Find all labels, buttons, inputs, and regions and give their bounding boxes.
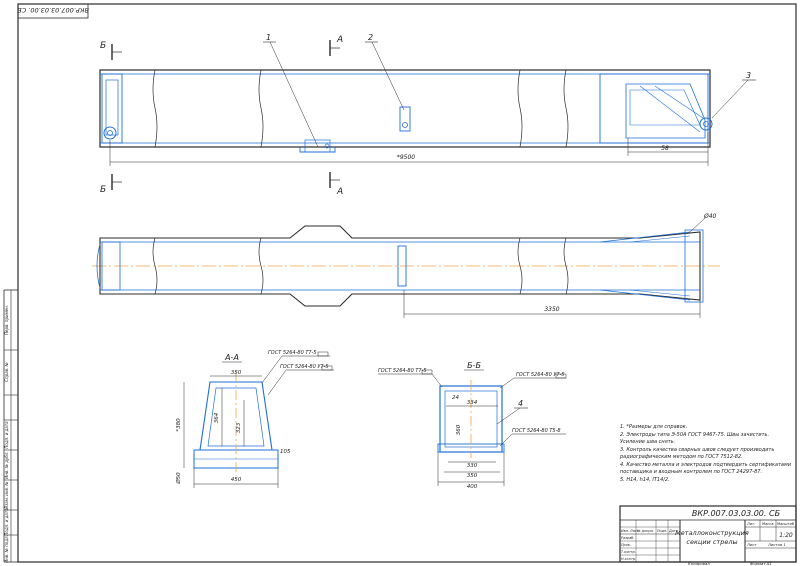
tb-left-5: Н.контр.	[621, 557, 636, 561]
side-stamp-3: Подп. и дата	[4, 421, 9, 449]
aa-dim-hole: Ø50	[175, 472, 182, 485]
tb-left-2: Пров.	[621, 543, 631, 547]
title-block: Изм. Лист № докум. Подп. Дата Разраб. Пр…	[619, 505, 797, 566]
tb-copied: Копировал	[688, 561, 710, 566]
tb-row-sign: Подп.	[657, 529, 667, 533]
tb-scale: 1:20	[779, 532, 793, 539]
tb-sheet: Лист	[746, 542, 757, 547]
note-3: Усиление шва снять.	[620, 439, 675, 445]
tb-row-doc: № докум.	[636, 529, 654, 533]
callout-1: 1	[266, 33, 271, 42]
section-a-top: А	[336, 35, 343, 45]
side-stamp: Перв. примен. Справ. № Подп. и дата Инв.…	[3, 289, 18, 563]
tb-left-3: Т.контр.	[621, 550, 636, 554]
side-stamp-1: Перв. примен.	[4, 305, 9, 335]
top-stamp-text: ВКР.007.03.03.00. СБ	[17, 6, 89, 14]
tech-notes: 1. *Размеры для справок. 2. Электроды ти…	[619, 424, 792, 483]
tb-sheets: Листов 1	[767, 542, 786, 547]
tb-hdr-scale: Масштаб	[777, 522, 795, 526]
section-a-bottom: А	[336, 187, 343, 197]
dim-dia40: Ø40	[703, 213, 717, 220]
bb-dim-334: 334	[467, 400, 478, 406]
bb-weld-2: ГОСТ 5264-80 У7-5	[516, 372, 565, 378]
tb-format: Формат А1	[750, 561, 772, 566]
aa-dim-h2: 364	[214, 412, 220, 423]
note-5: радиографическим методом по ГОСТ 7512-82…	[619, 454, 743, 460]
aa-dim-h1: *380	[176, 418, 182, 432]
tb-row-date: Дата	[668, 529, 678, 533]
side-stamp-7: Инв. № подл.	[4, 535, 9, 563]
section-b-top: Б	[100, 41, 106, 51]
section-bb-title: Б-Б	[467, 361, 481, 370]
bb-dim-330: 330	[467, 463, 478, 469]
side-stamp-6: Подп. и дата	[4, 508, 9, 536]
bb-weld-1: ГОСТ 5264-80 Т7-5	[378, 368, 427, 374]
note-7: поставщика и входным контролем по ГОСТ 2…	[620, 469, 762, 475]
bb-dim-360: 360	[456, 424, 462, 435]
tb-row-izm: Изм. Лист	[621, 529, 640, 533]
section-bb: Б-Б 24 334 360 330 350 400 ГОСТ 5264-80 …	[378, 361, 567, 490]
note-8: 5. Н14, h14, IT14/2.	[620, 477, 670, 483]
dim-3350: 3350	[544, 306, 559, 313]
section-aa-title: А-А	[224, 353, 239, 362]
bb-dim-24: 24	[452, 395, 459, 401]
callout-4: 4	[518, 399, 523, 408]
sheet-border	[17, 3, 797, 563]
tb-name-2: секции стрелы	[686, 538, 737, 546]
callout-2: 2	[368, 33, 373, 42]
tb-hdr-mass: Масса	[762, 522, 773, 526]
note-6: 4. Качество металла и электродов подтвер…	[620, 462, 792, 468]
aa-dim-bottom: 450	[231, 477, 242, 483]
side-stamp-4: Инв. № дубл.	[4, 451, 9, 478]
aa-dim-top: 350	[231, 370, 242, 376]
side-stamp-2: Справ. №	[4, 362, 9, 381]
tb-name-1: Металлоконструкция	[675, 529, 749, 537]
top-stamp: ВКР.007.03.03.00. СБ	[17, 3, 89, 19]
bb-weld-3: ГОСТ 5264-80 Т5-8	[512, 428, 561, 434]
aa-weld-1: ГОСТ 5264-80 Т7-5	[268, 350, 317, 356]
section-aa: А-А 350 *380 364 323 105 Ø50 450 ГОСТ 52…	[175, 350, 334, 488]
aa-weld-2: ГОСТ 5264-80 У7-5	[280, 364, 329, 370]
note-4: 3. Контроль качества сварных швов следуе…	[620, 447, 774, 453]
aa-dim-side: 105	[280, 449, 291, 455]
aa-dim-h3: 323	[236, 422, 242, 433]
tb-designation: ВКР.007.03.03.00. СБ	[692, 509, 781, 518]
section-b-bottom: Б	[100, 185, 106, 195]
boom-front-view: *9500 58 Б Б А А 1 2 3	[99, 33, 756, 197]
bb-dim-350: 350	[467, 473, 478, 479]
dim-overall: *9500	[397, 154, 415, 161]
boom-plan-view: 3350 Ø40	[92, 213, 720, 318]
note-1: 1. *Размеры для справок.	[620, 424, 687, 430]
tb-hdr-lit: Лит.	[746, 522, 755, 526]
tb-left-1: Разраб.	[621, 536, 634, 540]
side-stamp-5: Взам. инв. №	[4, 481, 9, 508]
bb-dim-400: 400	[467, 484, 478, 490]
note-2: 2. Электроды типа Э-50А ГОСТ 9467-75. Шв…	[620, 432, 769, 438]
callout-3: 3	[746, 71, 751, 80]
dim-58: 58	[661, 145, 669, 152]
